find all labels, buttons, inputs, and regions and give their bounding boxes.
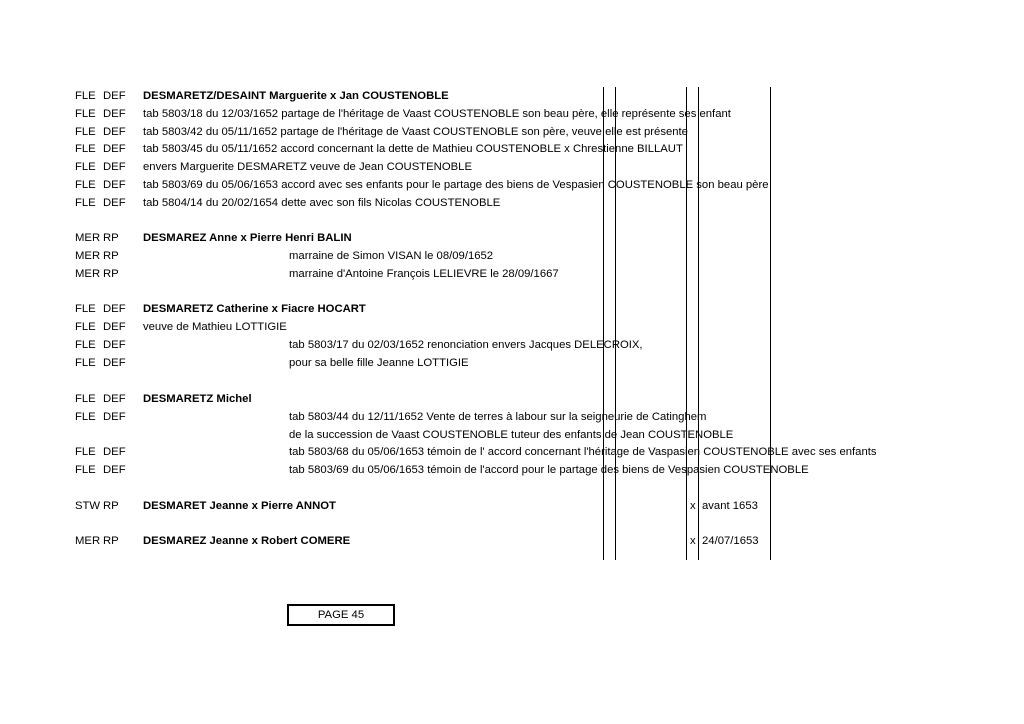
source-code: DEF: [103, 161, 126, 173]
person-heading: DESMAREZ Anne x Pierre Henri BALIN: [143, 232, 352, 244]
region-code: FLE: [75, 357, 96, 369]
entry-text: tab 5803/69 du 05/06/1653 témoin de l'ac…: [289, 464, 809, 476]
entry-text: envers Marguerite DESMARETZ veuve de Jea…: [143, 161, 472, 173]
entry-text: veuve de Mathieu LOTTIGIE: [143, 321, 287, 333]
region-code: FLE: [75, 179, 96, 191]
region-code: FLE: [75, 90, 96, 102]
source-code: RP: [103, 232, 119, 244]
column-rule-4: [698, 87, 699, 560]
source-code: DEF: [103, 179, 126, 191]
page-number-label: PAGE 45: [317, 609, 365, 621]
region-code: FLE: [75, 411, 96, 423]
source-code: DEF: [103, 143, 126, 155]
column-rule-5: [770, 87, 771, 560]
region-code: MER: [75, 232, 101, 244]
entry-text: marraine de Simon VISAN le 08/09/1652: [289, 250, 494, 262]
entry-text: tab 5803/17 du 02/03/1652 renonciation e…: [289, 339, 643, 351]
source-code: DEF: [103, 446, 126, 458]
source-code: RP: [103, 500, 119, 512]
source-code: DEF: [103, 108, 126, 120]
column-rule-3: [686, 87, 687, 560]
source-code: DEF: [103, 464, 126, 476]
source-code: DEF: [103, 321, 126, 333]
entry-text: de la succession de Vaast COUSTENOBLE tu…: [289, 429, 734, 441]
page-number-box: PAGE 45: [287, 604, 395, 626]
person-heading: DESMAREZ Jeanne x Robert COMERE: [143, 535, 351, 547]
person-heading: DESMARET Jeanne x Pierre ANNOT: [143, 500, 336, 512]
region-code: FLE: [75, 143, 96, 155]
source-code: DEF: [103, 411, 126, 423]
region-code: FLE: [75, 321, 96, 333]
source-code: DEF: [103, 90, 126, 102]
source-code: DEF: [103, 393, 126, 405]
entry-text: tab 5803/42 du 05/11/1652 partage de l'h…: [143, 126, 688, 138]
entry-text: tab 5803/69 du 05/06/1653 accord avec se…: [143, 179, 769, 191]
source-code: DEF: [103, 357, 126, 369]
entry-text: pour sa belle fille Jeanne LOTTIGIE: [289, 357, 469, 369]
marriage-date: 24/07/1653: [702, 535, 759, 547]
region-code: FLE: [75, 393, 96, 405]
entry-text: tab 5804/14 du 20/02/1654 dette avec son…: [143, 197, 501, 209]
region-code: FLE: [75, 108, 96, 120]
entry-text: tab 5803/18 du 12/03/1652 partage de l'h…: [143, 108, 731, 120]
region-code: FLE: [75, 446, 96, 458]
person-heading: DESMARETZ Catherine x Fiacre HOCART: [143, 303, 366, 315]
region-code: FLE: [75, 339, 96, 351]
source-code: RP: [103, 250, 119, 262]
entry-text: tab 5803/45 du 05/11/1652 accord concern…: [143, 143, 683, 155]
source-code: DEF: [103, 126, 126, 138]
region-code: MER: [75, 250, 101, 262]
source-code: RP: [103, 535, 119, 547]
entry-text: marraine d'Antoine François LELIEVRE le …: [289, 268, 559, 280]
region-code: MER: [75, 535, 101, 547]
source-code: DEF: [103, 303, 126, 315]
marriage-date: avant 1653: [702, 500, 758, 512]
marriage-mark: x: [690, 500, 696, 512]
region-code: FLE: [75, 197, 96, 209]
source-code: DEF: [103, 339, 126, 351]
entry-text: tab 5803/44 du 12/11/1652 Vente de terre…: [289, 411, 707, 423]
person-heading: DESMARETZ Michel: [143, 393, 252, 405]
region-code: FLE: [75, 303, 96, 315]
region-code: FLE: [75, 161, 96, 173]
source-code: DEF: [103, 197, 126, 209]
source-code: RP: [103, 268, 119, 280]
region-code: FLE: [75, 126, 96, 138]
column-rule-2: [615, 87, 616, 560]
column-rule-1: [603, 87, 604, 560]
marriage-mark: x: [690, 535, 696, 547]
region-code: STW: [75, 500, 101, 512]
region-code: FLE: [75, 464, 96, 476]
person-heading: DESMARETZ/DESAINT Marguerite x Jan COUST…: [143, 90, 449, 102]
region-code: MER: [75, 268, 101, 280]
entry-text: tab 5803/68 du 05/06/1653 témoin de l' a…: [289, 446, 877, 458]
